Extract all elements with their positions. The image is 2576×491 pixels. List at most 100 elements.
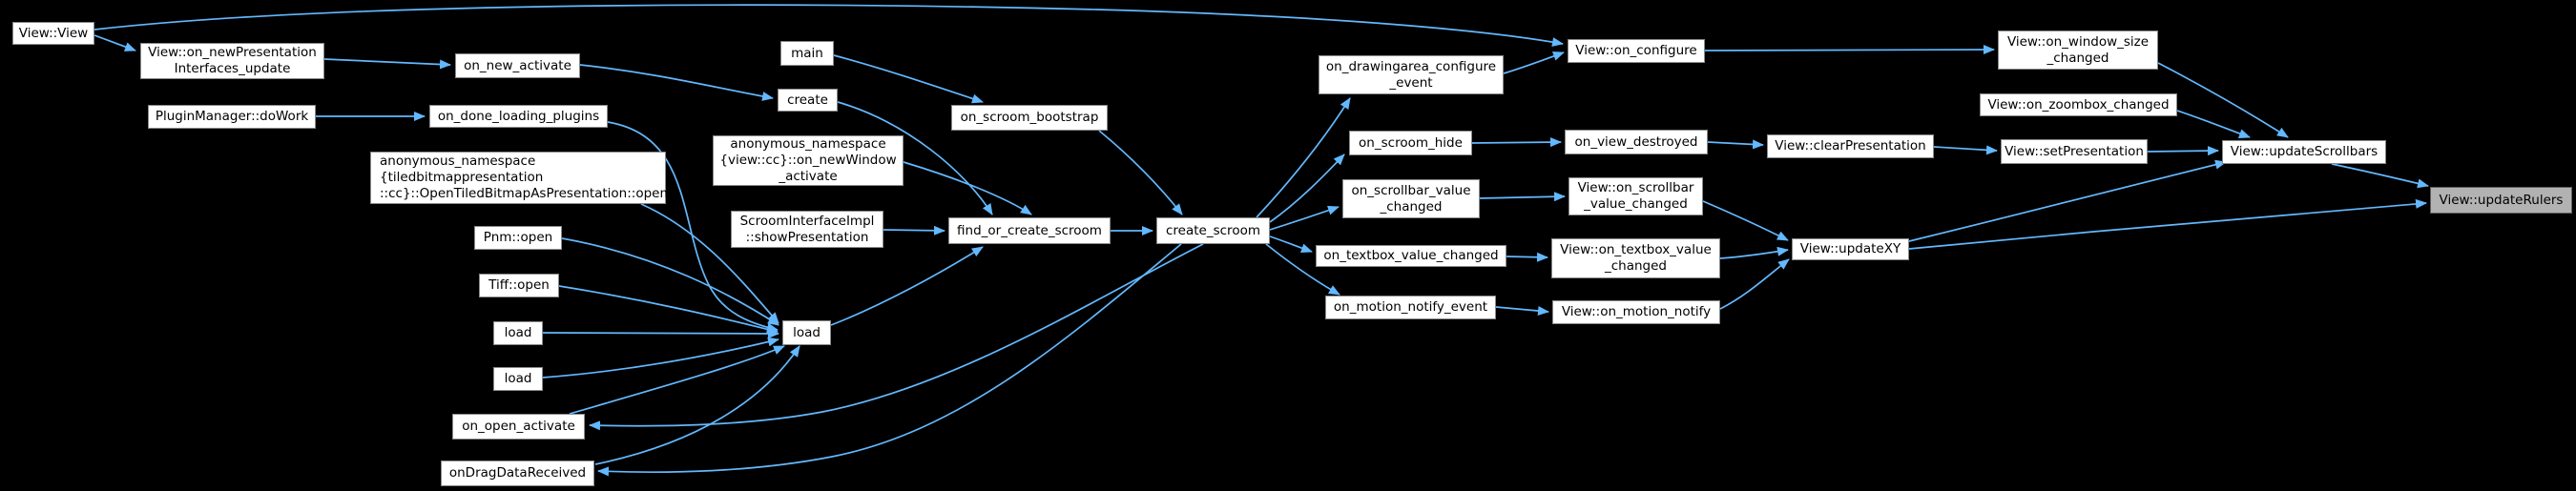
- node-label-line: on_textbox_value_changed: [1323, 248, 1499, 263]
- node-view-on-motion-notify[interactable]: View::on_motion_notify: [1552, 300, 1720, 324]
- node-label-line: on_scroom_bootstrap: [960, 110, 1099, 125]
- node-label-line: View::on_textbox_value: [1560, 242, 1712, 257]
- node-label-line: View::on_newPresentation: [148, 45, 317, 60]
- node-label-line: onDragDataReceived: [448, 465, 587, 481]
- node-label-line: on_scrollbar_value: [1351, 182, 1471, 198]
- node-on-drawingarea-configure-event[interactable]: on_drawingarea_configure_event: [1319, 55, 1504, 94]
- node-view-view[interactable]: View::View: [12, 22, 94, 45]
- node-view-on-textbox-value-changed[interactable]: View::on_textbox_value_changed: [1551, 238, 1720, 278]
- node-label-line: main: [791, 45, 823, 61]
- edge-on-open-activate-to-load-c: [569, 345, 785, 415]
- node-view-update-xy[interactable]: View::updateXY: [1792, 238, 1909, 260]
- edge-on-scroom-bootstrap-to-create-scroom: [1098, 130, 1183, 215]
- edge-create-scroom-to-on-scroom-hide: [1269, 153, 1345, 223]
- node-label-line: Pnm::open: [483, 230, 553, 245]
- edge-view-clear-presentation-to-view-set-presentation: [1933, 145, 1998, 155]
- node-label-line: load: [504, 371, 532, 386]
- node-on-done-loading-plugins[interactable]: on_done_loading_plugins: [429, 105, 608, 128]
- edge-on-new-window-activate-to-find-or-create-scroom: [903, 161, 1032, 215]
- edge-on-textbox-value-changed-to-view-on-textbox-value-changed: [1506, 252, 1548, 262]
- edge-view-on-textbox-value-changed-to-view-update-xy: [1719, 246, 1789, 259]
- node-view-on-window-size-changed[interactable]: View::on_window_size_changed: [1998, 31, 2158, 70]
- node-on-scroom-hide[interactable]: on_scroom_hide: [1349, 131, 1472, 155]
- edge-on-drag-data-received-to-load-c: [594, 345, 800, 465]
- node-load-c[interactable]: load: [782, 320, 831, 345]
- edge-view-view-to-view-on-configure: [93, 4, 1564, 47]
- edge-create-scroom-to-on-motion-notify-event: [1265, 243, 1340, 296]
- node-view-on-scrollbar-value-changed[interactable]: View::on_scrollbar_value_changed: [1568, 177, 1703, 215]
- node-create-scroom[interactable]: create_scroom: [1156, 217, 1270, 244]
- node-main[interactable]: main: [780, 41, 834, 66]
- node-label-line: Tiff::open: [488, 277, 550, 293]
- node-tiff-open[interactable]: Tiff::open: [479, 274, 559, 297]
- edge-load-a-to-load-c: [542, 328, 779, 338]
- node-scroominterfaceimpl-showpresentation[interactable]: ScroomInterfaceImpl::showPresentation: [731, 211, 883, 248]
- node-load-b[interactable]: load: [493, 367, 543, 391]
- edge-on-scrollbar-value-changed-to-view-on-scrollbar-value-changed: [1479, 192, 1566, 202]
- edge-on-done-loading-plugins-to-load-c: [607, 121, 779, 333]
- node-label-line: View::on_motion_notify: [1561, 304, 1712, 319]
- node-view-update-scrollbars[interactable]: View::updateScrollbars: [2222, 140, 2386, 164]
- node-label-line: on_view_destroyed: [1574, 133, 1698, 150]
- node-label-line: on_new_activate: [464, 57, 571, 73]
- edge-scroominterfaceimpl-showpresentation-to-find-or-create-scroom: [883, 225, 945, 235]
- node-label-line: _activate: [779, 169, 838, 184]
- node-label-line: View::on_configure: [1575, 43, 1697, 58]
- node-label-line: on_done_loading_plugins: [437, 108, 600, 124]
- edge-on-motion-notify-event-to-view-on-motion-notify: [1495, 306, 1549, 316]
- edge-view-on-scrollbar-value-changed-to-view-update-xy: [1702, 200, 1789, 241]
- edge-view-update-scrollbars-to-view-update-rulers: [2331, 163, 2429, 189]
- node-load-a[interactable]: load: [493, 321, 543, 345]
- node-label-line: Interfaces_update: [174, 61, 291, 76]
- node-create[interactable]: create: [778, 89, 838, 112]
- edge-view-on-motion-notify-to-view-update-xy: [1719, 258, 1790, 310]
- node-view-update-rulers: View::updateRulers: [2430, 187, 2572, 214]
- node-label-line: ScroomInterfaceImpl: [739, 213, 875, 229]
- node-label-line: View::updateRulers: [2439, 192, 2564, 208]
- node-find-or-create-scroom[interactable]: find_or_create_scroom: [948, 217, 1111, 244]
- edge-view-on-zoombox-changed-to-view-update-scrollbars: [2176, 110, 2251, 138]
- edge-on-scroom-hide-to-on-view-destroyed: [1471, 137, 1562, 148]
- edge-open-tiled-bitmap-as-presentation-open-to-load-c: [640, 203, 779, 324]
- node-view-set-presentation[interactable]: View::setPresentation: [2001, 139, 2148, 164]
- edge-view-set-presentation-to-view-update-scrollbars: [2147, 146, 2219, 156]
- node-label-line: View::updateXY: [1799, 241, 1901, 256]
- node-pluginmanager-dowork[interactable]: PluginManager::doWork: [148, 105, 316, 129]
- node-on-motion-notify-event[interactable]: on_motion_notify_event: [1325, 296, 1496, 319]
- edge-create-scroom-to-on-open-activate: [589, 243, 1204, 431]
- node-open-tiled-bitmap-as-presentation-open[interactable]: anonymous_namespace{tiledbitmappresentat…: [370, 152, 669, 204]
- node-on-open-activate[interactable]: on_open_activate: [452, 414, 585, 440]
- edge-view-on-configure-to-view-on-window-size-changed: [1704, 45, 1995, 55]
- node-label-line: View::updateScrollbars: [2230, 144, 2379, 159]
- node-label-line: on_motion_notify_event: [1333, 299, 1488, 315]
- node-on-drag-data-received[interactable]: onDragDataReceived: [441, 460, 594, 486]
- node-on-textbox-value-changed[interactable]: on_textbox_value_changed: [1316, 245, 1506, 267]
- edge-create-scroom-to-on-textbox-value-changed: [1269, 235, 1313, 254]
- edge-on-drawingarea-configure-event-to-view-on-configure: [1503, 51, 1565, 74]
- node-on-view-destroyed[interactable]: on_view_destroyed: [1565, 130, 1708, 154]
- node-view-on-zoombox-changed[interactable]: View::on_zoombox_changed: [1980, 93, 2177, 116]
- node-pnm-open[interactable]: Pnm::open: [474, 226, 562, 250]
- node-on-new-activate[interactable]: on_new_activate: [455, 53, 580, 78]
- node-label-line: ::cc}::OpenTiledBitmapAsPresentation::op…: [380, 186, 669, 201]
- edge-main-to-on-scroom-bootstrap: [833, 54, 984, 104]
- node-label-line: anonymous_namespace: [730, 136, 886, 152]
- node-label-line: on_drawingarea_configure: [1325, 58, 1497, 74]
- node-on-scrollbar-value-changed[interactable]: on_scrollbar_value_changed: [1342, 179, 1480, 218]
- node-label-line: create: [787, 92, 828, 108]
- node-label-line: View::on_zoombox_changed: [1987, 96, 2170, 113]
- edge-create-scroom-to-on-drag-data-received: [597, 243, 1182, 477]
- edge-on-new-activate-to-create: [579, 64, 774, 101]
- node-label-line: anonymous_namespace: [380, 153, 536, 169]
- node-view-on-configure[interactable]: View::on_configure: [1568, 39, 1705, 63]
- node-on-scroom-bootstrap[interactable]: on_scroom_bootstrap: [951, 105, 1108, 131]
- node-on-new-window-activate[interactable]: anonymous_namespace{view::cc}::on_newWin…: [713, 135, 904, 186]
- node-view-clear-presentation[interactable]: View::clearPresentation: [1767, 134, 1934, 158]
- edge-load-b-to-load-c: [542, 337, 779, 378]
- node-label-line: View::on_scrollbar: [1577, 180, 1694, 195]
- node-label-line: load: [793, 324, 821, 340]
- edge-create-to-find-or-create-scroom: [837, 101, 993, 215]
- node-label-line: _event: [1389, 74, 1433, 91]
